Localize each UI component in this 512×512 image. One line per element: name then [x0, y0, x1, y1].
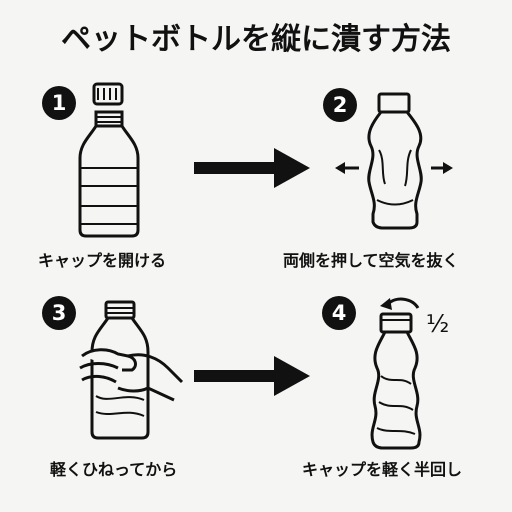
step-4-caption: キャップを軽く半回し [302, 460, 463, 479]
step-2-badge: 2 [323, 88, 357, 122]
bottle-cap-turn-icon [370, 312, 422, 450]
bottle-squeezed-icon [335, 92, 453, 230]
step-2-caption: 両側を押して空気を抜く [283, 251, 459, 270]
arrow-right-icon [194, 356, 310, 396]
page-title: ペットボトルを縦に潰す方法 [61, 22, 451, 57]
step-1-caption: キャップを開ける [38, 251, 167, 270]
bottle-open-icon [78, 82, 140, 238]
half-turn-label: ½ [426, 310, 450, 338]
step-4-badge: 4 [322, 296, 356, 330]
arrow-right-icon [194, 148, 310, 188]
step-1-badge: 1 [42, 86, 76, 120]
rotate-arrow-icon [380, 297, 420, 310]
bottle-twist-hand-icon [79, 300, 184, 440]
step-3-caption: 軽くひねってから [50, 460, 178, 479]
step-3-badge: 3 [42, 296, 76, 330]
